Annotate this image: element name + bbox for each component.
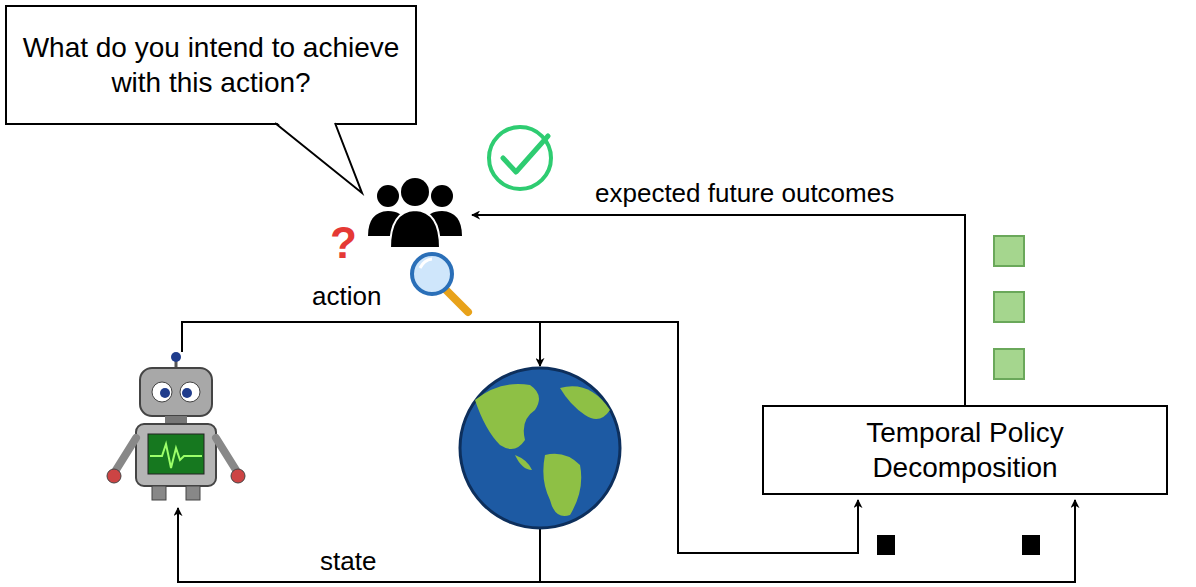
- box-title: Temporal Policy Decomposition: [778, 415, 1152, 485]
- check-icon: [489, 127, 551, 189]
- edge-label: state: [320, 546, 376, 577]
- magnifier-icon: [412, 254, 468, 312]
- question-mark: ?: [330, 218, 357, 268]
- people-icon: [368, 178, 462, 248]
- speech-bubble: What do you intend to achieve with this …: [5, 5, 417, 125]
- edge-label: action: [312, 281, 381, 312]
- outcome-squares: [994, 236, 1024, 379]
- edge-label: expected future outcomes: [595, 178, 894, 209]
- process-box: Temporal Policy Decomposition: [762, 405, 1168, 495]
- black-square: [877, 535, 895, 555]
- globe-picture: [460, 368, 620, 528]
- speech-text: What do you intend to achieve with this …: [21, 30, 401, 100]
- black-square: [1022, 535, 1040, 555]
- robot-picture: [107, 352, 245, 500]
- action-wire: [182, 322, 858, 553]
- state-wire: [178, 500, 1075, 582]
